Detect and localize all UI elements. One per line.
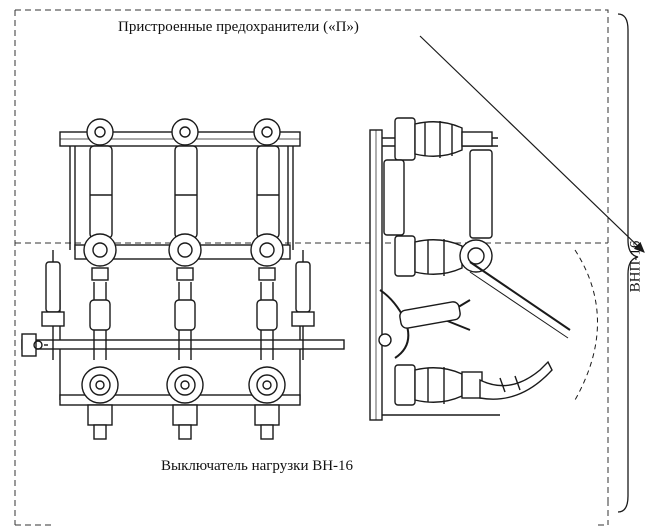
pole-phase-a xyxy=(81,118,119,440)
right-drive-lever xyxy=(291,250,315,360)
outer-dashed-frame xyxy=(14,9,609,526)
load-switch-label: Выключатель нагрузки ВН-16 xyxy=(161,458,354,474)
pole-phase-c xyxy=(248,118,286,440)
fuse-cartridge xyxy=(89,145,113,239)
side-middle-insulator xyxy=(394,235,493,277)
drive-shaft xyxy=(21,339,345,350)
assembly-label: ВНП-16 xyxy=(627,240,644,293)
pole-phase-b xyxy=(166,118,204,440)
shaft-end-left xyxy=(21,333,37,357)
built-in-fuses-label: Пристроенные предохранители («П») xyxy=(118,19,359,35)
left-drive-lever xyxy=(41,250,65,360)
knife-blade xyxy=(469,261,571,331)
swing-arc xyxy=(574,249,598,401)
side-fuse-cartridge xyxy=(383,159,405,236)
side-top-insulator xyxy=(394,117,493,161)
bottom-insulator xyxy=(81,366,119,404)
side-view xyxy=(369,117,598,421)
pointer-arrow xyxy=(419,35,645,253)
top-fuse-clip xyxy=(86,118,114,146)
assembly-brace xyxy=(617,13,639,513)
side-bottom-insulator xyxy=(394,364,483,406)
